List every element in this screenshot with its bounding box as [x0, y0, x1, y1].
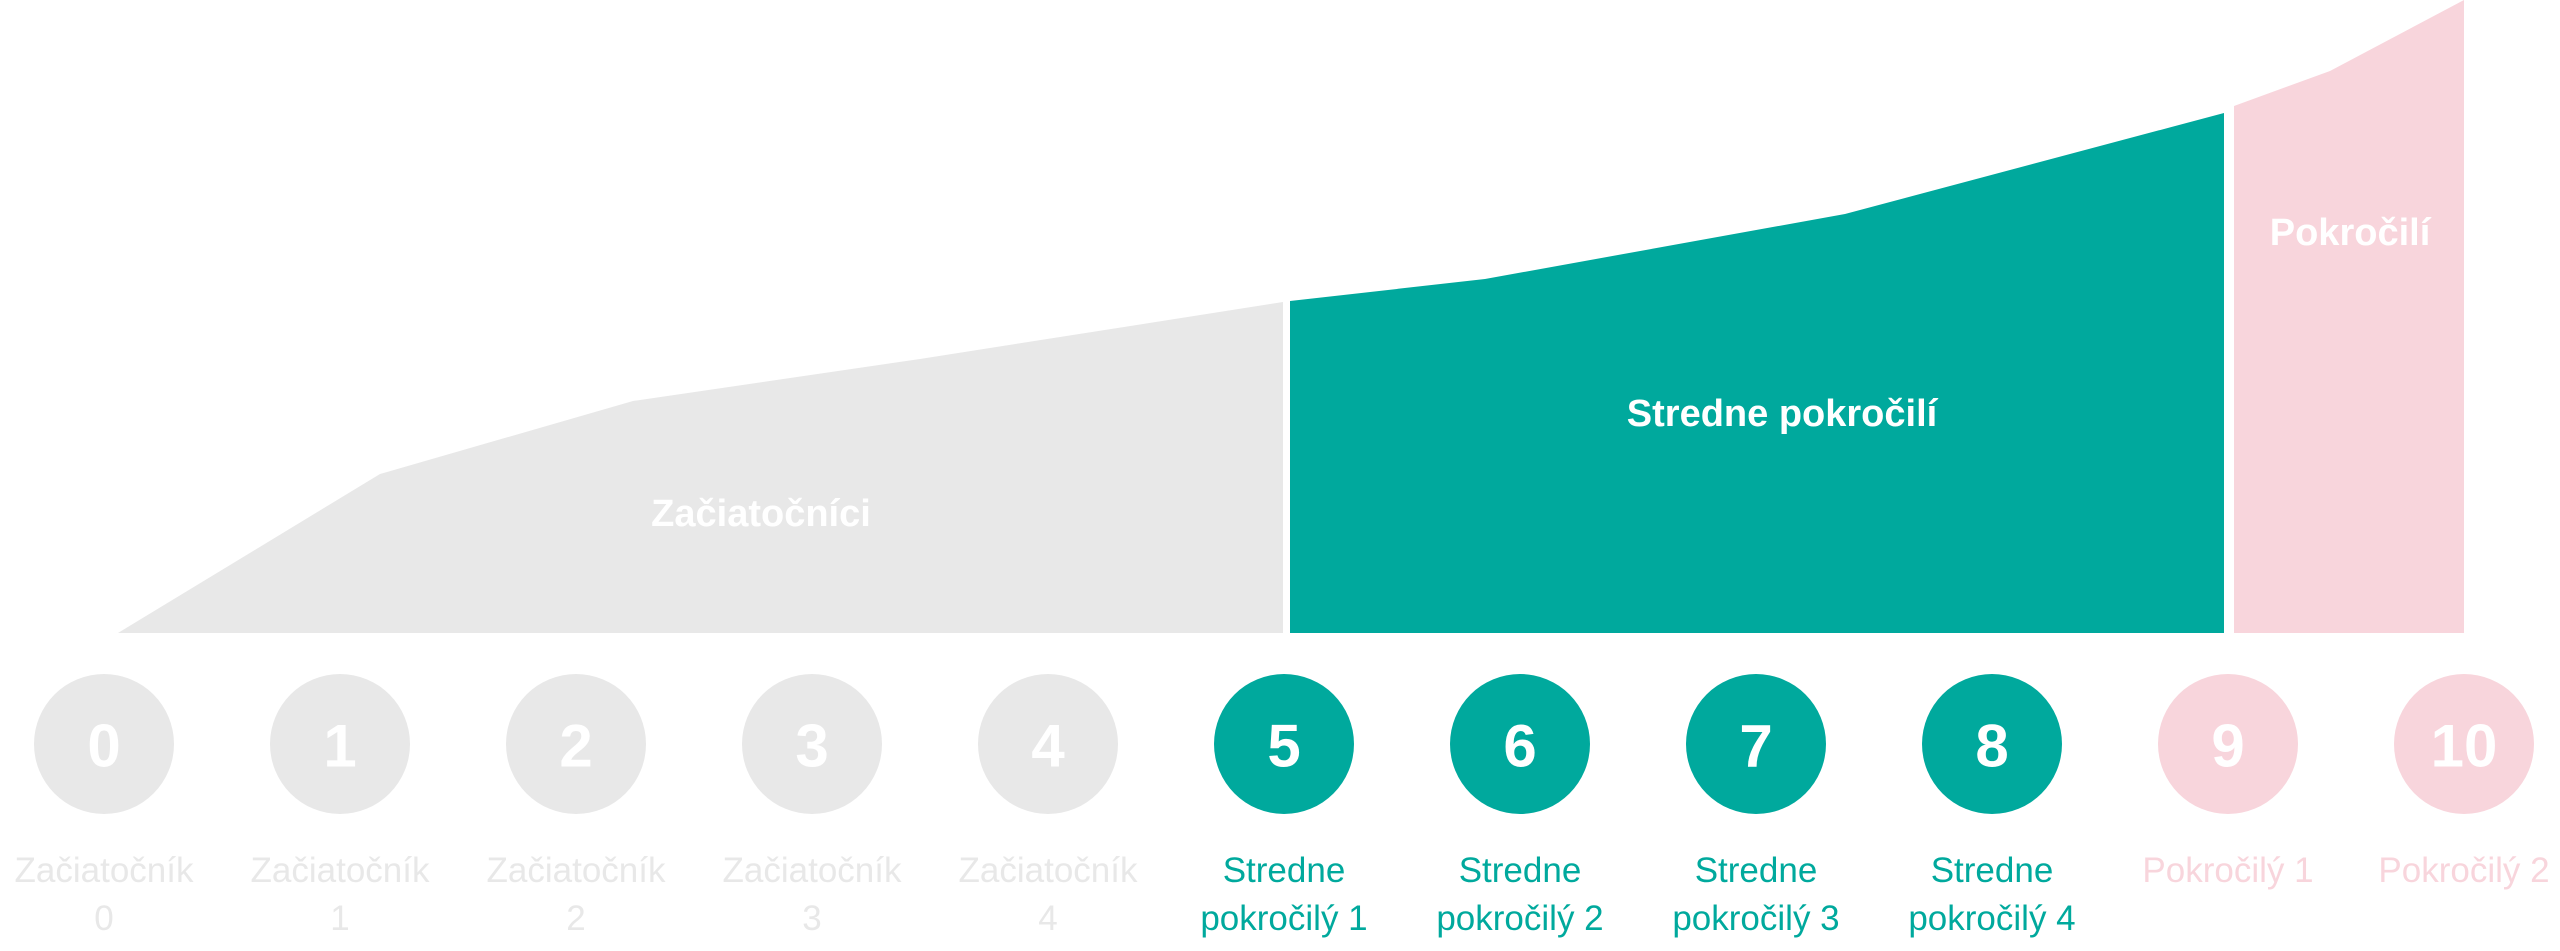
level-caption-line: Pokročilý 1 [2142, 851, 2313, 890]
level-number: 9 [2211, 713, 2244, 780]
level-number: 3 [795, 713, 828, 780]
level-number: 7 [1739, 713, 1772, 780]
level-caption-line: Stredne [1695, 851, 1818, 890]
level-number: 6 [1503, 713, 1536, 780]
level-number: 2 [559, 713, 592, 780]
level-circle [1214, 674, 1354, 814]
level-circle [1450, 674, 1590, 814]
level-markers: 0Začiatočník01Začiatočník12Začiatočník23… [15, 674, 2550, 938]
level-caption-line: Začiatočník [487, 851, 666, 890]
level-caption-line: Stredne [1931, 851, 2054, 890]
band-beginner [118, 302, 1283, 633]
level-circle [978, 674, 1118, 814]
level-caption-line: 4 [1038, 899, 1057, 938]
level-caption-line: Začiatočník [959, 851, 1138, 890]
level-number: 5 [1267, 713, 1300, 780]
band-advanced [2234, 0, 2464, 633]
level-number: 0 [87, 713, 120, 780]
bands [118, 0, 2464, 633]
level-caption-line: pokročilý 1 [1200, 899, 1367, 938]
level-circle [2158, 674, 2298, 814]
band-labels: Začiatočníci Stredne pokročilí Pokročilí [651, 212, 2432, 535]
level-caption-line: Začiatočník [723, 851, 902, 890]
level-caption-line: Začiatočník [15, 851, 194, 890]
level-caption-line: pokročilý 2 [1436, 899, 1603, 938]
level-number: 1 [323, 713, 356, 780]
level-number: 10 [2431, 713, 2498, 780]
level-caption-line: 3 [802, 899, 821, 938]
level-caption-line: Začiatočník [251, 851, 430, 890]
level-circle [1922, 674, 2062, 814]
level-circle [270, 674, 410, 814]
level-circle [742, 674, 882, 814]
level-number: 4 [1031, 713, 1065, 780]
band-label-intermediate: Stredne pokročilí [1627, 393, 1939, 435]
level-caption-line: Pokročilý 2 [2378, 851, 2549, 890]
level-number: 8 [1975, 713, 2008, 780]
level-circle [506, 674, 646, 814]
level-caption-line: 0 [94, 899, 113, 938]
band-label-advanced: Pokročilí [2270, 212, 2432, 254]
level-caption-line: 1 [330, 899, 349, 938]
level-circle [2394, 674, 2534, 814]
level-caption-line: 2 [566, 899, 585, 938]
level-circle [34, 674, 174, 814]
band-label-beginner: Začiatočníci [651, 493, 871, 535]
level-caption-line: Stredne [1459, 851, 1582, 890]
level-circle [1686, 674, 1826, 814]
level-caption-line: pokročilý 4 [1908, 899, 2075, 938]
level-caption-line: pokročilý 3 [1672, 899, 1839, 938]
band-intermediate [1290, 113, 2224, 633]
level-caption-line: Stredne [1223, 851, 1346, 890]
